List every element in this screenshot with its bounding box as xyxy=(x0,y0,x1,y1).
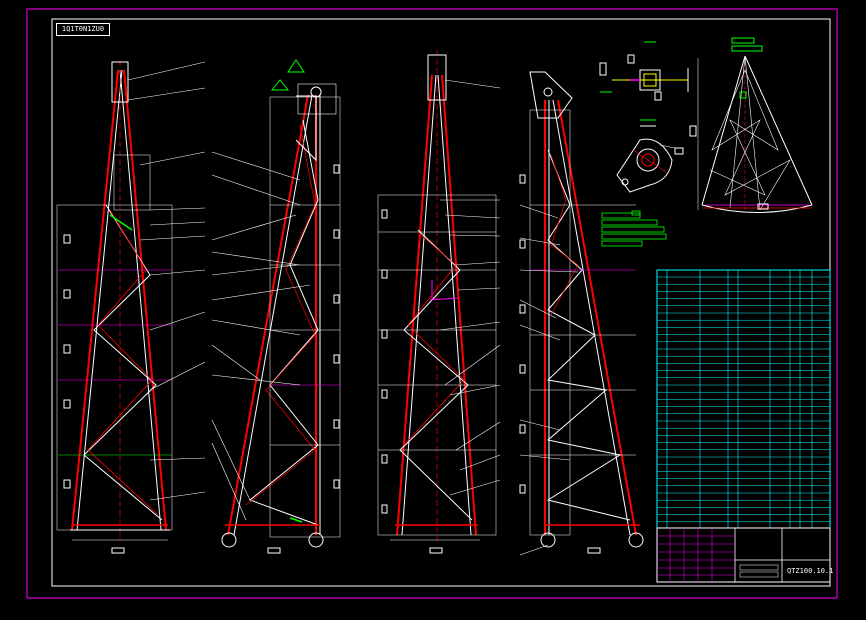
third-view xyxy=(377,50,497,554)
drawing-tag: 1Q1T0N1ZU0 xyxy=(56,23,110,36)
right-view-leaders xyxy=(439,79,579,556)
parts-list-table xyxy=(656,269,831,529)
pin-detail xyxy=(599,41,689,101)
drawing-code: QTZ100.10.1 xyxy=(787,567,834,575)
inner-border xyxy=(51,18,831,587)
lug-detail xyxy=(616,119,684,193)
front-view-leaders xyxy=(127,61,206,501)
side-view-leaders xyxy=(211,151,311,521)
front-view xyxy=(56,60,173,554)
title-block xyxy=(656,527,831,583)
bracing-plan-detail xyxy=(689,37,813,213)
fourth-view xyxy=(519,71,644,554)
side-view xyxy=(221,59,341,554)
technical-notes xyxy=(601,210,667,247)
outer-border xyxy=(26,8,838,599)
